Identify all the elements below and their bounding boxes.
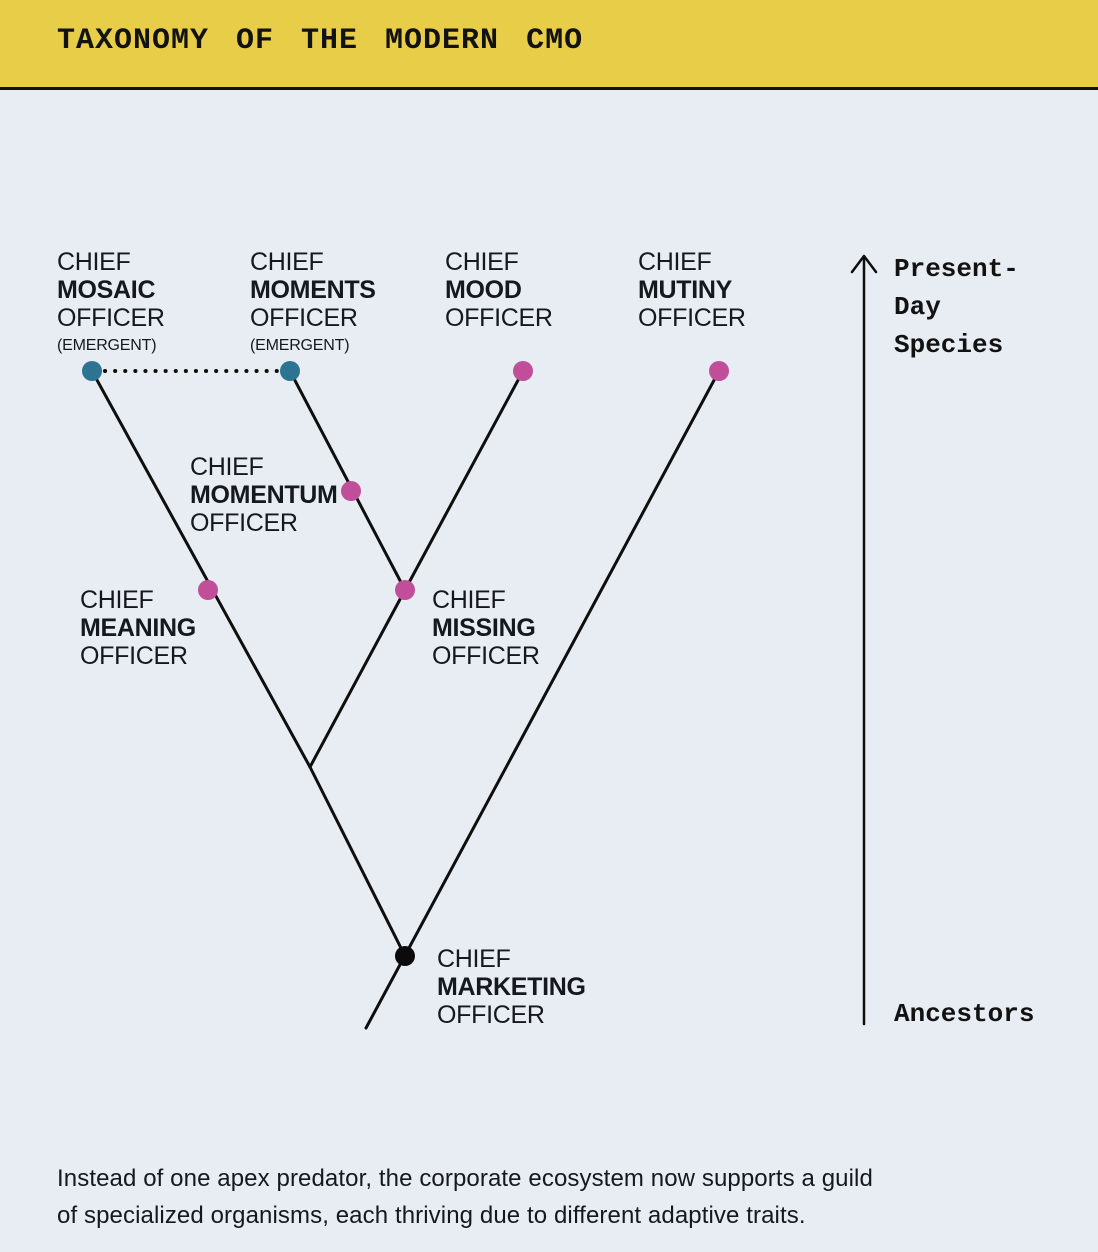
node-label-mosaic: CHIEF MOSAIC OFFICER (EMERGENT) [57, 248, 165, 356]
node-pre: CHIEF [80, 586, 154, 614]
node-dot-meaning [198, 580, 218, 600]
node-pre: CHIEF [190, 453, 264, 481]
branch-mosaic-to-junction [90, 369, 312, 769]
node-dot-marketing [395, 946, 415, 966]
axis-label-line: Day [894, 292, 941, 322]
node-label-marketing: CHIEF MARKETING OFFICER [437, 945, 586, 1029]
node-name: MOOD [445, 276, 522, 304]
node-name: MUTINY [638, 276, 733, 304]
node-label-mood: CHIEF MOOD OFFICER [445, 248, 553, 332]
time-axis [850, 254, 878, 1026]
caption: Instead of one apex predator, the corpor… [57, 1160, 873, 1234]
node-dot-mosaic [82, 361, 102, 381]
node-pre: CHIEF [638, 248, 712, 276]
node-pre: CHIEF [445, 248, 519, 276]
node-post: OFFICER [638, 304, 746, 332]
node-label-momentum: CHIEF MOMENTUM OFFICER [190, 453, 338, 537]
branch-junction-to-root [308, 765, 407, 958]
node-dot-moments [280, 361, 300, 381]
caption-line: of specialized organisms, each thriving … [57, 1202, 806, 1229]
node-label-moments: CHIEF MOMENTS OFFICER (EMERGENT) [250, 248, 376, 356]
node-post: OFFICER [80, 642, 188, 670]
node-tag: (EMERGENT) [57, 337, 157, 354]
node-label-missing: CHIEF MISSING OFFICER [432, 586, 540, 670]
header-banner: TAXONOMY OF THE MODERN CMO [0, 0, 1098, 90]
axis-label-line: Species [894, 330, 1004, 360]
node-post: OFFICER [445, 304, 553, 332]
node-dot-mutiny [709, 361, 729, 381]
node-dot-missing [395, 580, 415, 600]
node-post: OFFICER [250, 304, 358, 332]
axis-label-ancestors: Ancestors [894, 1000, 1034, 1028]
caption-line: Instead of one apex predator, the corpor… [57, 1165, 873, 1192]
node-dot-momentum [341, 481, 361, 501]
branches [90, 369, 721, 1030]
node-dots [82, 361, 729, 966]
node-pre: CHIEF [250, 248, 324, 276]
node-post: OFFICER [190, 509, 298, 537]
node-label-meaning: CHIEF MEANING OFFICER [80, 586, 196, 670]
node-pre: CHIEF [57, 248, 131, 276]
up-arrow-icon [850, 254, 878, 274]
branch-missing-to-junction [308, 588, 407, 769]
node-post: OFFICER [432, 642, 540, 670]
node-name: MOMENTUM [190, 481, 338, 509]
node-pre: CHIEF [437, 945, 511, 973]
page-title: TAXONOMY OF THE MODERN CMO [57, 24, 584, 58]
node-name: MARKETING [437, 973, 586, 1001]
node-pre: CHIEF [432, 586, 506, 614]
node-name: MOMENTS [250, 276, 376, 304]
node-post: OFFICER [57, 304, 165, 332]
axis-label-line: Present- [894, 254, 1019, 284]
node-name: MEANING [80, 614, 196, 642]
node-dot-mood [513, 361, 533, 381]
axis-label-line: Ancestors [894, 999, 1035, 1029]
branch-mood-to-missing [403, 369, 525, 592]
axis-label-present-day-species: Present- Day Species [894, 250, 1019, 364]
node-name: MISSING [432, 614, 536, 642]
node-label-mutiny: CHIEF MUTINY OFFICER [638, 248, 746, 332]
branch-moments-to-missing [288, 369, 407, 592]
branch-mutiny-to-root-tail [364, 369, 721, 1030]
node-tag: (EMERGENT) [250, 337, 350, 354]
node-post: OFFICER [437, 1001, 545, 1029]
node-name: MOSAIC [57, 276, 156, 304]
